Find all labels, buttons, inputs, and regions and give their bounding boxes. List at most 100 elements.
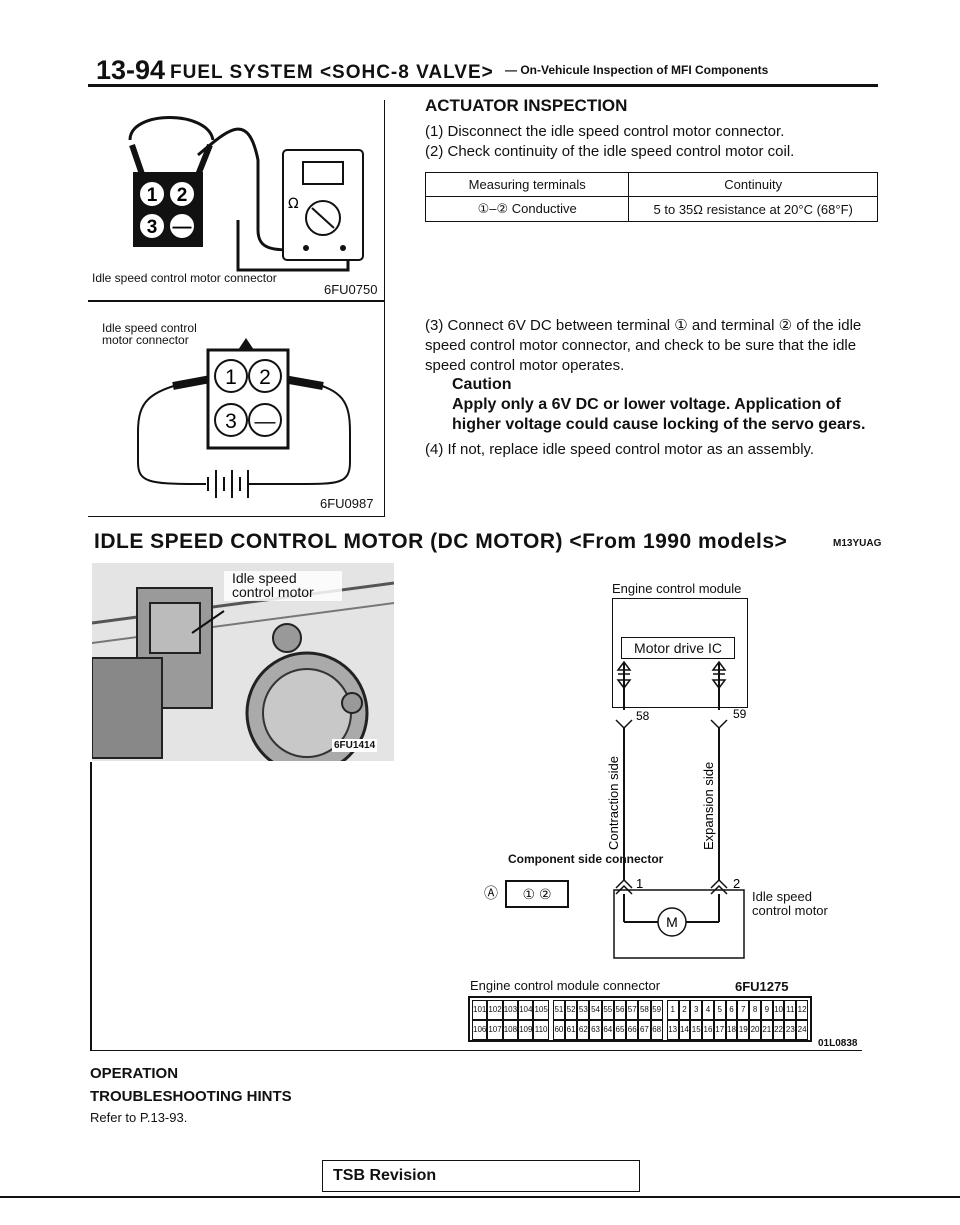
connector-pin: 19 [737, 1020, 750, 1040]
connector-pin: 62 [577, 1020, 590, 1040]
terminal-2: 2 [177, 185, 188, 206]
connector-pin: 10 [772, 1000, 785, 1020]
table-header: Measuring terminals [424, 172, 630, 197]
motor-icon [657, 907, 687, 937]
terminal-3: 3 [147, 217, 158, 238]
connector-pin: 67 [638, 1020, 651, 1040]
connector-pin: 16 [702, 1020, 714, 1040]
connector-pin: 23 [784, 1020, 797, 1040]
tsb-revision: TSB Revision [322, 1160, 640, 1192]
footer-rule [0, 1196, 960, 1198]
motor-label: Idle speed control motor [752, 889, 828, 918]
caution-label: Caution [452, 376, 512, 393]
connector-pin: 110 [533, 1020, 549, 1040]
connector-pin: 52 [565, 1000, 578, 1020]
battery-icon [198, 470, 298, 498]
figure1-caption: Idle speed control motor connector [92, 271, 277, 285]
comp-pin-1: ① [522, 885, 535, 902]
page-number: 13-94 [96, 55, 166, 85]
connector-pin: 2 [678, 1000, 691, 1020]
connector-pin: 5 [713, 1000, 726, 1020]
connector-pin: 6 [725, 1000, 738, 1020]
connector-pin: 17 [713, 1020, 726, 1040]
connector-pin: 60 [552, 1020, 566, 1040]
motor-box [613, 889, 745, 959]
pin-59: 59 [733, 707, 747, 721]
connector-pin: 109 [518, 1020, 534, 1040]
connector-pin: 64 [601, 1020, 614, 1040]
connector-pin: 63 [589, 1020, 602, 1040]
step-1: (1) Disconnect the idle speed control mo… [425, 123, 785, 140]
connector-pin: 104 [518, 1000, 534, 1020]
connector-pin: 24 [796, 1020, 808, 1040]
connector-pin: 108 [502, 1020, 519, 1040]
connector-pin: 103 [502, 1000, 519, 1020]
wiring-schematic: M 58 59 1 2 Contraction side Expansion s… [606, 660, 747, 959]
section-title: FUEL SYSTEM <SOHC-8 VALVE> [170, 62, 494, 83]
connector-pin: 55 [601, 1000, 614, 1020]
connector-pin: 61 [565, 1020, 578, 1040]
comp-pin-2: ② [539, 885, 552, 902]
frame-line [90, 762, 92, 1050]
header-rule [88, 84, 878, 87]
connector-pin: 105 [533, 1000, 549, 1020]
connector-pin: 1 [666, 1000, 679, 1020]
connector-pin: 53 [577, 1000, 590, 1020]
connector-pin: 3 [690, 1000, 703, 1020]
motor-pin-2: 2 [733, 876, 740, 891]
step-3: (3) Connect 6V DC between terminal ① and… [425, 317, 862, 374]
operation-heading: OPERATION [90, 1065, 179, 1082]
frame-bottom-line [90, 1050, 862, 1051]
connector-pin: 15 [690, 1020, 703, 1040]
motor-drive-ic: Motor drive IC [621, 637, 735, 659]
troubleshooting-heading: TROUBLESHOOTING HINTS [90, 1088, 292, 1105]
connector-pin: 18 [725, 1020, 738, 1040]
ecm-connector-code: 6FU1275 [735, 979, 789, 994]
connector-pin: 51 [552, 1000, 566, 1020]
connector-pin: 22 [772, 1020, 785, 1040]
motor-symbol: M [666, 914, 678, 930]
terminal-2: 2 [259, 366, 271, 389]
component-connector: ① ② [505, 880, 569, 908]
connector-pin: 54 [589, 1000, 602, 1020]
connector-pin: 65 [613, 1020, 627, 1040]
connector-pin: 7 [737, 1000, 750, 1020]
battery-diagram: 1 2 3 — [137, 338, 351, 498]
photo-label: Idle speed control motor [232, 570, 314, 600]
figure-code: 01L0838 [818, 1038, 858, 1049]
terminal-1: 1 [225, 366, 237, 389]
section2-code: M13YUAG [833, 538, 882, 549]
pin-58: 58 [636, 709, 650, 723]
connector-pin: 11 [784, 1000, 797, 1020]
connector-pin: 102 [487, 1000, 503, 1020]
connector-pin: 12 [796, 1000, 808, 1020]
connector-pin: 101 [472, 1000, 488, 1020]
figure2-caption: Idle speed control motor connector [102, 321, 197, 347]
connector-pin: 14 [678, 1020, 691, 1040]
terminal-blank: — [255, 410, 276, 433]
connector-pin: 20 [749, 1020, 761, 1040]
connector-pin: 4 [702, 1000, 714, 1020]
wire-expansion-label: Expansion side [701, 762, 716, 850]
table-header: Continuity [628, 172, 878, 197]
continuity-table: Measuring terminals Continuity ①–② Condu… [424, 172, 878, 222]
connector-pin: 66 [626, 1020, 639, 1040]
ecm-label: Engine control module [612, 581, 742, 596]
connector-pin: 58 [638, 1000, 651, 1020]
section2-title: IDLE SPEED CONTROL MOTOR (DC MOTOR) <Fro… [94, 530, 788, 553]
engine-photo-graphic [92, 563, 394, 761]
step-2: (2) Check continuity of the idle speed c… [425, 143, 795, 160]
ecm-connector-label: Engine control module connector [470, 978, 661, 993]
actuator-heading: ACTUATOR INSPECTION [425, 96, 628, 115]
figure1-code: 6FU0750 [324, 282, 378, 297]
photo-code: 6FU1414 [332, 739, 378, 752]
table-cell: ①–② Conductive [424, 196, 630, 222]
connector-pin: 59 [650, 1000, 663, 1020]
connector-pin: 56 [613, 1000, 627, 1020]
terminal-blank: — [173, 217, 192, 238]
connector-pin: 9 [760, 1000, 773, 1020]
